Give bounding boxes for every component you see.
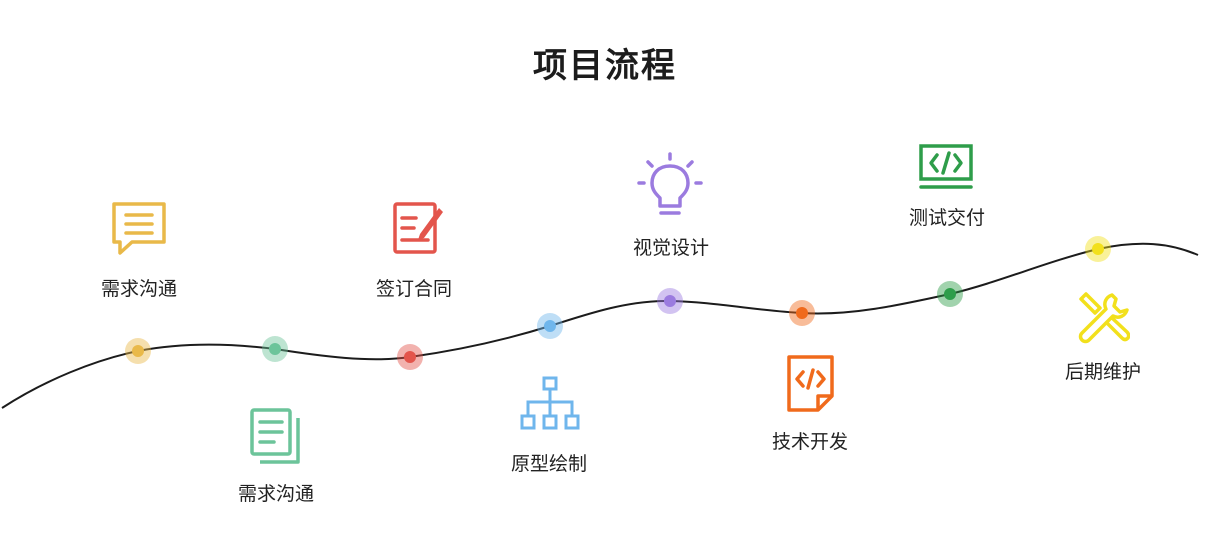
timeline-node-3 [397, 344, 423, 370]
sitemap-icon [520, 376, 580, 430]
step-label-5: 视觉设计 [632, 237, 710, 259]
step-label-7: 测试交付 [908, 207, 986, 229]
timeline-node-2 [262, 336, 288, 362]
timeline-curve [1, 242, 1199, 409]
step-label-8: 后期维护 [1064, 361, 1142, 383]
timeline-node-1 [125, 338, 151, 364]
timeline-node-5 [657, 288, 683, 314]
page-title: 项目流程 [533, 46, 677, 86]
step-label-6: 技术开发 [771, 431, 849, 453]
chat-bubble-icon [112, 202, 166, 255]
document-stack-icon [250, 408, 300, 464]
step-label-3: 签订合同 [375, 278, 453, 300]
step-label-2: 需求沟通 [237, 483, 315, 505]
wrench-screwdriver-icon [1078, 292, 1130, 344]
contract-sign-icon [393, 202, 443, 254]
step-label-1: 需求沟通 [100, 278, 178, 300]
lightbulb-icon [637, 152, 703, 215]
timeline-node-8 [1085, 236, 1111, 262]
code-monitor-icon [919, 144, 973, 189]
code-file-icon [787, 355, 834, 412]
step-label-4: 原型绘制 [510, 453, 588, 475]
timeline-node-7 [937, 281, 963, 307]
timeline-node-6 [789, 300, 815, 326]
timeline-node-4 [537, 313, 563, 339]
